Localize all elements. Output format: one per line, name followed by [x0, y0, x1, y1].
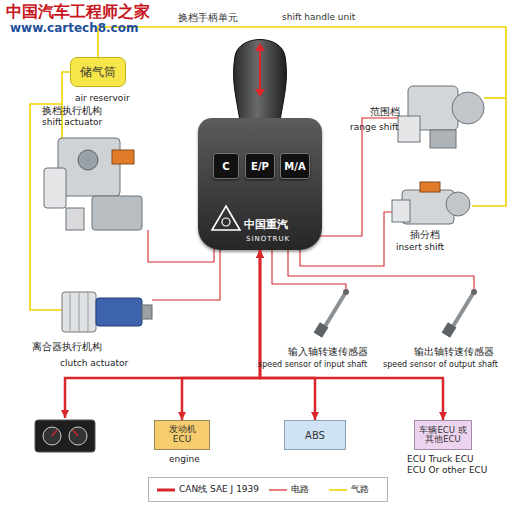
watermark: 中国汽车工程师之家: [6, 3, 150, 21]
clutch-rib: [70, 292, 71, 332]
brand-logo: [222, 218, 230, 226]
part-name: 输入轴转速传感器: [288, 346, 368, 358]
speed-sensor: [452, 292, 474, 328]
range-shift-unit: [398, 116, 420, 142]
instrument-cluster: [35, 420, 95, 452]
gauge: [69, 427, 87, 445]
gauge: [43, 427, 61, 445]
clutch-actuator: [142, 305, 152, 319]
part-name: 离合器执行机构: [32, 341, 102, 353]
legend-line: [269, 489, 287, 490]
node-text: ECU Truck ECU: [407, 454, 474, 464]
shift-actuator: [58, 138, 120, 196]
clutch-rib: [88, 292, 89, 332]
shift-actuator: [44, 168, 66, 208]
node-text: ECU Or other ECU: [407, 465, 487, 475]
node-text: 发动机 ECU: [162, 425, 202, 445]
part-name: shift actuator: [42, 117, 102, 127]
legend-sample: [269, 487, 287, 493]
range-shift-unit: [430, 130, 456, 148]
speed-sensor: [442, 322, 457, 337]
part-name: 输出轴转速传感器: [414, 346, 494, 358]
part-name: clutch actuator: [60, 358, 128, 368]
speed-sensor: [314, 322, 329, 337]
node-text: C: [222, 161, 229, 172]
mode-button: E/P: [245, 153, 275, 179]
part-name: shift handle unit: [282, 12, 355, 22]
part-name: 换档手柄单元: [178, 12, 238, 24]
clutch-actuator: [96, 298, 142, 326]
electric-wire: [152, 249, 220, 300]
can-bus-line: [65, 378, 260, 418]
part-name: insert shift: [396, 242, 444, 252]
vehicle-ecu-box: 车辆ECU 或其他ECUECU Truck ECUECU Or other EC…: [414, 420, 472, 450]
legend-line: [329, 489, 347, 491]
node-text: 车辆ECU 或其他ECU: [418, 426, 468, 445]
abs-box: ABS: [284, 420, 346, 450]
node-text: engine: [169, 454, 200, 464]
gauge-needle: [52, 430, 57, 436]
shift-actuator: [92, 196, 142, 230]
can-bus-connector: [182, 250, 260, 420]
insert-shift-unit: [446, 192, 470, 216]
node-text: E/P: [251, 161, 269, 172]
legend-sample: [329, 487, 347, 493]
air-line: [484, 97, 506, 99]
engine-ecu-box: 发动机 ECUengine: [154, 420, 210, 450]
electric-wire: [318, 118, 398, 236]
node-text: SINOTRUK: [246, 235, 290, 243]
part-name: speed sensor of input shaft: [258, 360, 367, 369]
insert-shift-unit: [392, 200, 410, 222]
legend-text: 电路: [291, 484, 309, 494]
knob-arrow: [255, 43, 265, 51]
speed-sensor: [471, 289, 477, 295]
legend-sample: [157, 487, 175, 493]
can-bus-connector: [260, 250, 315, 420]
shift-actuator: [66, 208, 84, 230]
can-bus-connector: [260, 250, 443, 420]
range-shift-unit: [452, 92, 484, 124]
legend-text: CAN线 SAE J 1939: [179, 484, 259, 494]
node-text: 中国重汽: [244, 219, 288, 232]
node-text: M/A: [284, 161, 305, 172]
clutch-actuator: [62, 292, 96, 332]
knob-mark: [259, 51, 261, 89]
watermark: www.cartech8.com: [10, 22, 138, 36]
air-reservoir: 储气筒air reservoir: [70, 57, 126, 87]
legend-text: 气路: [351, 484, 369, 494]
legend-line: [157, 489, 175, 492]
shift-knob: [234, 40, 287, 122]
part-name: speed sensor of output shaft: [383, 360, 498, 369]
shift-actuator: [78, 150, 98, 170]
valve-connector: [112, 150, 134, 164]
node-text: 储气筒: [80, 64, 116, 81]
speed-sensor: [324, 292, 346, 328]
node-text: ABS: [305, 430, 325, 441]
node-text: air reservoir: [75, 93, 130, 103]
part-name: 范围档: [370, 106, 400, 118]
mode-button: M/A: [280, 153, 310, 179]
brand-logo: [212, 206, 240, 230]
valve-connector: [420, 182, 440, 192]
part-name: range shift: [350, 122, 398, 132]
part-name: 插分档: [410, 229, 440, 241]
mode-button: C: [213, 153, 239, 179]
clutch-rib: [79, 292, 80, 332]
electric-wire: [288, 250, 474, 292]
electric-wire: [272, 250, 346, 292]
part-name: 换档执行机构: [42, 105, 102, 117]
knob-arrow: [255, 89, 265, 97]
speed-sensor: [343, 289, 349, 295]
legend-box: CAN线 SAE J 1939 电路 气路: [148, 477, 388, 502]
gauge-needle: [73, 430, 78, 436]
